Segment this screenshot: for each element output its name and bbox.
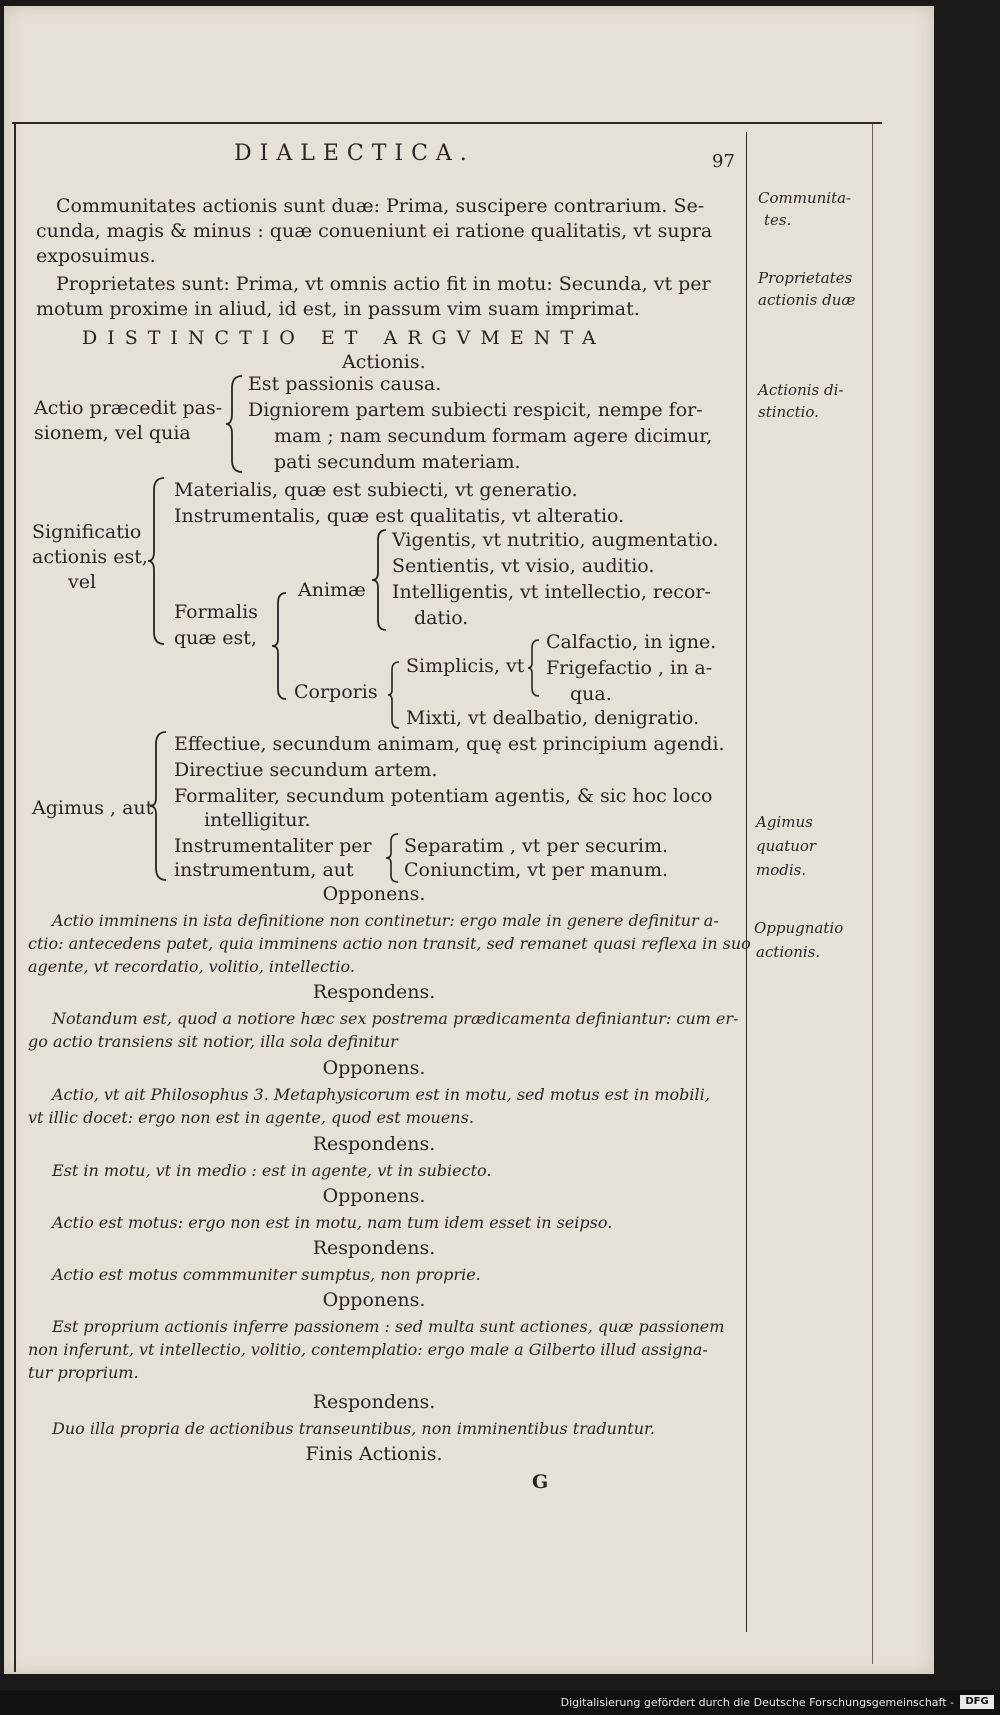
margin-note-distinctio-1: Actionis di- (758, 381, 844, 399)
margin-note-oppugnatio-1: Oppugnatio (754, 919, 844, 937)
brace (386, 660, 402, 730)
scheme3-item-6: instrumentum, aut (174, 859, 354, 881)
dialogue-line: vt illic docet: ergo non est in agente, … (28, 1108, 474, 1127)
running-title: DIALECTICA. (234, 141, 475, 166)
scheme2-simplicis-item-2: Frigefactio , in a- (546, 657, 713, 679)
intro-p1-line-3: exposuimus. (36, 245, 156, 267)
margin-note-proprietates-2: actionis duæ (758, 291, 856, 309)
role-heading: Respondens. (312, 1133, 436, 1155)
scheme2-label-1: Significatio (32, 521, 142, 543)
scheme3-item-1: Effectiue, secundum animam, quę est prin… (174, 733, 725, 755)
intro-p1-line-1: Communitates actionis sunt duæ: Prima, s… (56, 195, 705, 217)
section-title: DISTINCTIO ET ARGVMENTA (82, 327, 606, 349)
signature-mark: G (532, 1471, 549, 1493)
brace (384, 832, 402, 884)
scheme2-animae-item-4: datio. (414, 607, 469, 629)
margin-note-distinctio-2: stinctio. (758, 403, 819, 421)
scheme2-formalis-2: quæ est, (174, 627, 257, 649)
margin-note-oppugnatio-2: actionis. (756, 943, 821, 961)
dialogue-line: ctio: antecedens patet, quia imminens ac… (28, 934, 751, 953)
intro-p2-line-1: Proprietates sunt: Prima, vt omnis actio… (56, 273, 711, 295)
role-heading: Opponens. (322, 883, 426, 905)
scheme2-materialis: Materialis, quæ est subiecti, vt generat… (174, 479, 578, 501)
margin-note-communitates-2: tes. (764, 211, 792, 229)
scheme2-formalis-1: Formalis (174, 601, 258, 623)
scheme2-label-3: vel (68, 571, 97, 593)
scheme2-animae: Animæ (298, 579, 366, 601)
scheme2-animae-item-2: Sentientis, vt visio, auditio. (392, 555, 655, 577)
scheme3-item-5: Instrumentaliter per (174, 835, 372, 857)
brace (146, 476, 168, 646)
margin-note-agimus-2: quatuor (756, 837, 817, 855)
book-page: DIALECTICA. 97 Communitates actionis sun… (4, 6, 934, 1674)
scheme3-sub-2: Coniunctim, vt per manum. (404, 859, 669, 881)
dialogue-line: Notandum est, quod a notiore hæc sex pos… (52, 1009, 739, 1028)
top-rule (12, 122, 882, 124)
scheme2-simplicis-item-1: Calfactio, in igne. (546, 631, 717, 653)
scheme1-item-4: pati secundum materiam. (274, 451, 521, 473)
dialogue-line: go actio transiens sit notior, illa sola… (28, 1032, 398, 1051)
brace (224, 374, 246, 474)
dialogue-line: Actio imminens in ista definitione non c… (52, 911, 719, 930)
dialogue-line: Actio, vt ait Philosophus 3. Metaphysico… (52, 1085, 710, 1104)
role-heading: Respondens. (312, 1237, 436, 1259)
right-rule (872, 124, 873, 1664)
dialogue-line: Est proprium actionis inferre passionem … (52, 1317, 725, 1336)
dialogue-line: tur proprium. (28, 1363, 139, 1382)
margin-note-communitates-1: Communita- (758, 189, 852, 207)
scheme3-item-2: Directiue secundum artem. (174, 759, 438, 781)
scheme2-animae-item-3: Intelligentis, vt intellectio, recor- (392, 581, 711, 603)
scheme1-label-2: sionem, vel quia (34, 422, 191, 444)
dialogue-line: Est in motu, vt in medio : est in agente… (52, 1161, 492, 1180)
dialogue-line: Actio est motus: ergo non est in motu, n… (52, 1213, 613, 1232)
footer-text: Digitalisierung gefördert durch die Deut… (560, 1696, 954, 1709)
brace (526, 638, 542, 698)
intro-p1-line-2: cunda, magis & minus : quæ conueniunt ei… (36, 220, 713, 242)
dialogue-line: agente, vt recordatio, volitio, intellec… (28, 957, 355, 976)
intro-p2-line-2: motum proxime in aliud, id est, in passu… (36, 298, 640, 320)
column-rule (746, 132, 747, 1632)
scheme2-simplicis-item-3: qua. (570, 683, 612, 705)
role-heading: Respondens. (312, 1391, 436, 1413)
dfg-logo: DFG (960, 1695, 994, 1709)
scheme1-item-3: mam ; nam secundum formam agere dicimur, (274, 425, 713, 447)
dialogue-line: Actio est motus commmuniter sumptus, non… (52, 1265, 481, 1284)
brace (270, 591, 290, 701)
digitization-footer: Digitalisierung gefördert durch die Deut… (0, 1690, 1000, 1715)
scheme2-simplicis: Simplicis, vt (406, 655, 525, 677)
role-heading: Opponens. (322, 1185, 426, 1207)
scheme1-label-1: Actio præcedit pas- (34, 397, 223, 419)
dialogue-line: non inferunt, vt intellectio, volitio, c… (28, 1340, 708, 1359)
role-heading: Opponens. (322, 1289, 426, 1311)
scheme2-instrumentalis: Instrumentalis, quæ est qualitatis, vt a… (174, 505, 625, 527)
page-number: 97 (712, 151, 735, 172)
scheme1-item-1: Est passionis causa. (248, 373, 442, 395)
scheme1-item-2: Digniorem partem subiecti respicit, nemp… (248, 399, 703, 421)
role-heading: Opponens. (322, 1057, 426, 1079)
margin-note-agimus-3: modis. (756, 861, 807, 879)
scheme3-label: Agimus , aut (32, 797, 154, 819)
scheme2-animae-item-1: Vigentis, vt nutritio, augmentatio. (392, 529, 719, 551)
scheme3-sub-1: Separatim , vt per securim. (404, 835, 669, 857)
margin-note-agimus-1: Agimus (756, 813, 813, 831)
role-heading: Respondens. (312, 981, 436, 1003)
finis: Finis Actionis. (305, 1443, 443, 1465)
scheme2-mixti: Mixti, vt dealbatio, denigratio. (406, 707, 700, 729)
dialogue-line: Duo illa propria de actionibus transeunt… (52, 1419, 655, 1438)
brace (148, 730, 170, 882)
scheme3-item-3: Formaliter, secundum potentiam agentis, … (174, 785, 713, 807)
brace (370, 528, 390, 632)
scheme3-item-4: intelligitur. (204, 809, 311, 831)
margin-note-proprietates-1: Proprietates (758, 269, 853, 287)
scheme2-corporis: Corporis (294, 681, 378, 703)
section-subtitle: Actionis. (342, 351, 426, 373)
scheme2-label-2: actionis est, (32, 546, 148, 568)
left-rule (14, 124, 16, 1672)
